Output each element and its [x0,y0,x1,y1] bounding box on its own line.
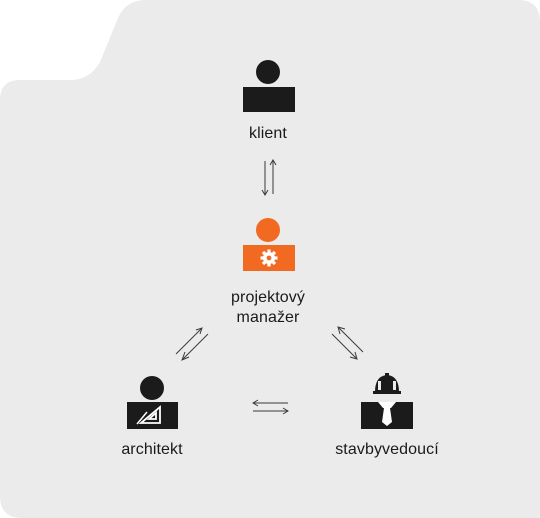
site-manager-label-text: stavbyvedoucí [335,441,439,458]
architect-label-text: architekt [121,441,183,458]
arrow-client-manager [261,159,277,196]
client-person-icon [243,60,295,112]
manager-label-line2: manažer [236,309,300,326]
set-square-icon [138,405,161,424]
site-manager-label: stavbyvedoucí [322,440,452,460]
manager-label-line1: projektový [231,289,305,306]
site-manager-person-hardhat-icon [361,373,413,429]
arrow-manager-architect [175,327,209,361]
arrow-manager-site-manager [331,326,364,360]
architect-label: architekt [102,440,202,460]
tie-icon [378,402,396,426]
arrow-architect-site-manager [252,399,289,415]
manager-label: projektový manažer [203,288,333,328]
gear-icon [260,249,278,267]
manager-person-gear-icon [243,218,295,271]
architect-person-set-square-icon [127,376,178,429]
client-label: klient [218,124,318,144]
client-label-text: klient [249,125,287,142]
